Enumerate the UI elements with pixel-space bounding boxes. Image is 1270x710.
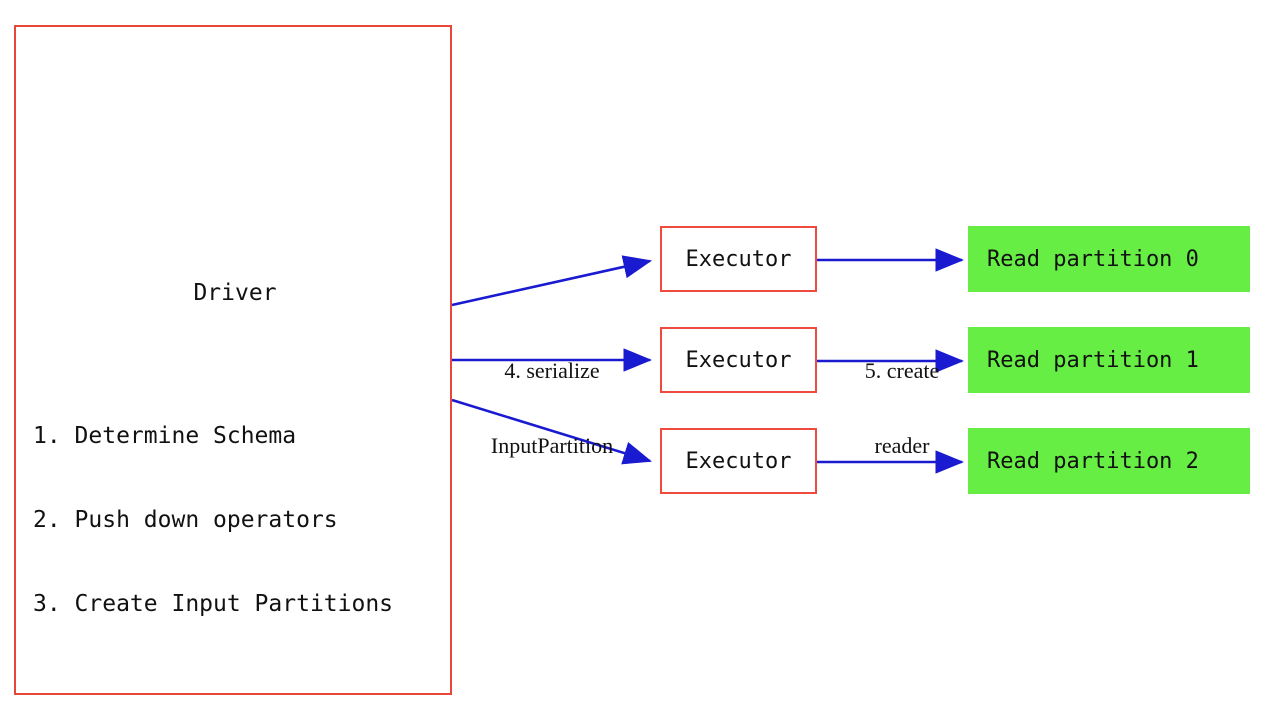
driver-title: Driver bbox=[193, 280, 277, 306]
partition-label-1: Read partition 1 bbox=[987, 347, 1199, 373]
executor-box-2: Executor bbox=[660, 428, 817, 494]
partition-label-2: Read partition 2 bbox=[987, 448, 1199, 474]
driver-step-2: 2. Push down operators bbox=[33, 507, 338, 533]
executor-label-0: Executor bbox=[685, 246, 792, 272]
edge-label-create-reader: 5. create reader bbox=[834, 308, 970, 508]
driver-box: Driver 1. Determine Schema 2. Push down … bbox=[14, 25, 452, 695]
edge-label-serialize-input-partition: 4. serialize InputPartition bbox=[463, 308, 641, 508]
edge-label-serialize-line-2: InputPartition bbox=[490, 433, 614, 458]
partition-label-0: Read partition 0 bbox=[987, 246, 1199, 272]
partition-box-1: Read partition 1 bbox=[968, 327, 1250, 393]
edge-label-serialize-line-1: 4. serialize bbox=[504, 358, 600, 383]
arrow-driver-to-executor-0 bbox=[451, 255, 653, 307]
driver-steps-list: 1. Determine Schema 2. Push down operato… bbox=[33, 366, 393, 674]
driver-step-3: 3. Create Input Partitions bbox=[33, 591, 394, 617]
executor-label-2: Executor bbox=[685, 448, 792, 474]
partition-box-2: Read partition 2 bbox=[968, 428, 1250, 494]
executor-box-0: Executor bbox=[660, 226, 817, 292]
executor-label-1: Executor bbox=[685, 347, 792, 373]
edge-label-create-line-1: 5. create bbox=[864, 358, 940, 383]
driver-step-1: 1. Determine Schema bbox=[33, 423, 297, 449]
edge-label-create-line-2: reader bbox=[874, 433, 930, 458]
partition-box-0: Read partition 0 bbox=[968, 226, 1250, 292]
executor-box-1: Executor bbox=[660, 327, 817, 393]
